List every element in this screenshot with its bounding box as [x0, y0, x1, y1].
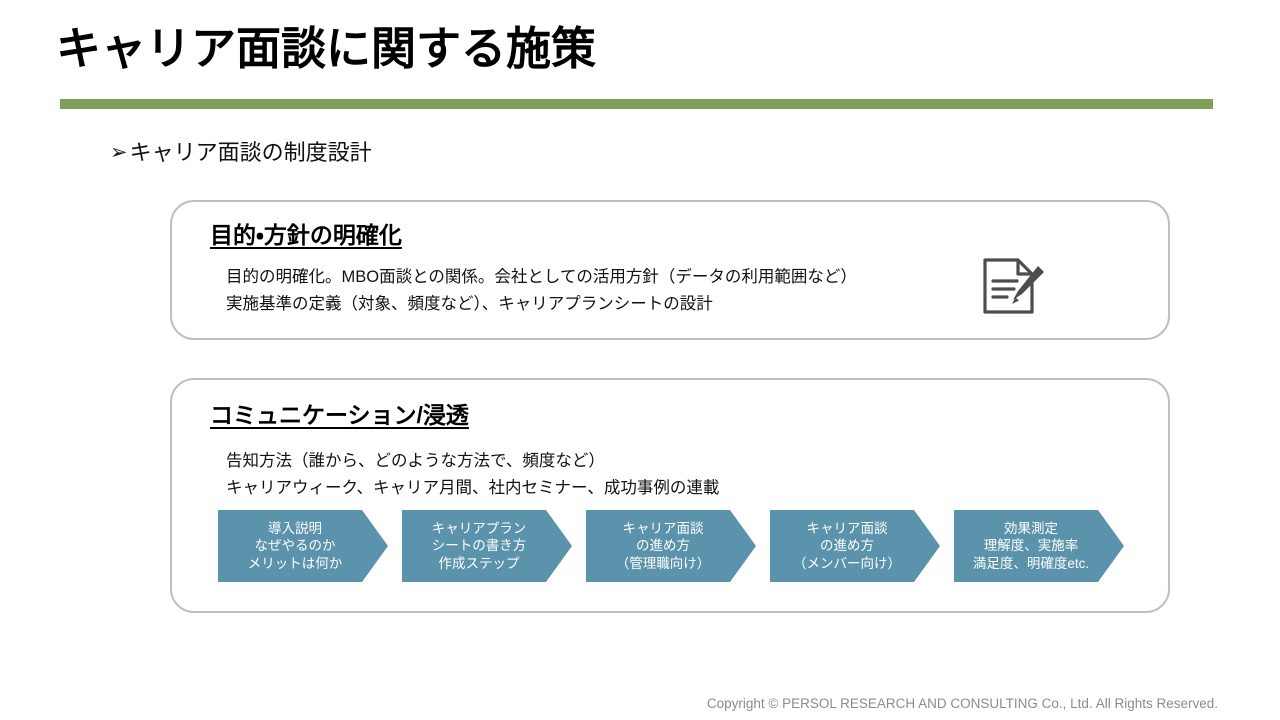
process-step-line: キャリア面談 — [806, 521, 888, 537]
process-step-5[interactable]: 効果測定 理解度、実施率 満足度、明確度etc. — [954, 510, 1124, 582]
process-step-line: 効果測定 — [1004, 521, 1058, 537]
process-step-line: キャリア面談 — [622, 521, 704, 537]
panel-body-line: 目的の明確化。MBO面談との関係。会社としての活用方針（データの利用範囲など） — [226, 268, 857, 286]
process-step-line: の進め方 — [636, 538, 690, 554]
panel-body-line: キャリアウィーク、キャリア月間、社内セミナー、成功事例の連載 — [226, 478, 720, 497]
section-bullet-label: キャリア面談の制度設計 — [129, 140, 372, 165]
process-flow: 導入説明 なぜやるのか メリットは何か キャリアプラン シートの書き方 作成ステ… — [218, 510, 1124, 582]
panel-body-line: 告知方法（誰から、どのような方法で、頻度など） — [226, 452, 605, 470]
footer-copyright: Copyright © PERSOL RESEARCH AND CONSULTI… — [706, 696, 1218, 711]
panel-body-communication: 告知方法（誰から、どのような方法で、頻度など） キャリアウィーク、キャリア月間、… — [226, 448, 719, 501]
process-step-3[interactable]: キャリア面談 の進め方 （管理職向け） — [586, 510, 756, 582]
panel-heading-communication: コミュニケーション/浸透 — [210, 402, 469, 428]
title-underline-rule — [60, 99, 1213, 109]
process-step-4[interactable]: キャリア面談 の進め方 （メンバー向け） — [770, 510, 940, 582]
process-step-line: 満足度、明確度etc. — [972, 555, 1090, 571]
process-step-line: 作成ステップ — [438, 555, 520, 571]
page-title: キャリア面談に関する施策 — [56, 23, 597, 74]
chevron-right-bullet-icon: ➢ — [110, 140, 128, 164]
process-step-line: シートの書き方 — [431, 538, 527, 554]
panel-body-line: 実施基準の定義（対象、頻度など）、キャリアプランシートの設計 — [226, 294, 713, 313]
process-step-line: 理解度、実施率 — [983, 538, 1079, 554]
panel-heading-purpose: 目的・方針の明確化 — [210, 222, 402, 248]
process-step-line: （メンバー向け） — [793, 555, 901, 571]
document-pen-icon — [974, 256, 1048, 316]
process-step-line: （管理職向け） — [615, 555, 711, 571]
section-bullet: ➢ キャリア面談の制度設計 — [110, 140, 372, 166]
process-step-line: キャリアプラン — [431, 521, 527, 537]
panel-body-purpose: 目的の明確化。MBO面談との関係。会社としての活用方針（データの利用範囲など） … — [226, 264, 857, 317]
process-step-1[interactable]: 導入説明 なぜやるのか メリットは何か — [218, 510, 388, 582]
panel-purpose-policy: 目的・方針の明確化 目的の明確化。MBO面談との関係。会社としての活用方針（デー… — [170, 200, 1170, 340]
process-step-2[interactable]: キャリアプラン シートの書き方 作成ステップ — [402, 510, 572, 582]
process-step-line: 導入説明 — [268, 521, 322, 537]
process-step-line: の進め方 — [820, 538, 874, 554]
process-step-line: メリットは何か — [247, 555, 343, 571]
process-step-line: なぜやるのか — [254, 538, 336, 554]
